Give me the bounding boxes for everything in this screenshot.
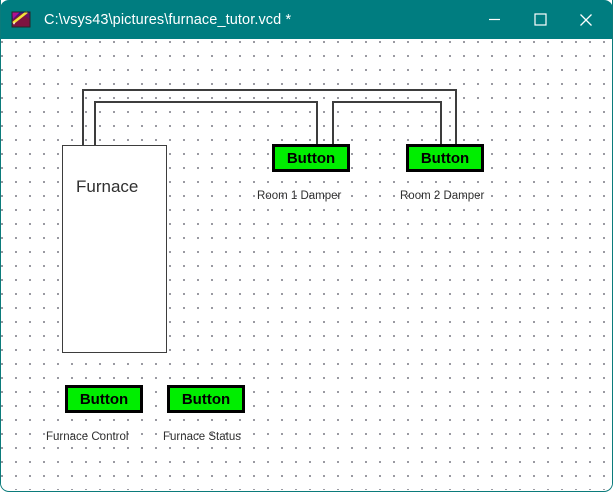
furnace-block[interactable] (62, 145, 167, 353)
app-icon-glyph (11, 10, 31, 27)
title-bar: C:\vsys43\pictures\furnace_tutor.vcd * (1, 0, 612, 39)
wire-inner-vertical-mid-a[interactable] (316, 101, 318, 146)
room-2-damper-button-face: Button (409, 147, 481, 169)
furnace-status-button[interactable]: Button (167, 385, 245, 413)
wire-outer-vertical-right[interactable] (455, 89, 457, 146)
furnace-control-button-face: Button (68, 388, 140, 410)
wire-inner-horizontal-a[interactable] (94, 101, 318, 103)
furnace-block-label: Furnace (76, 177, 139, 196)
room-1-damper-button[interactable]: Button (272, 144, 350, 172)
window-title: C:\vsys43\pictures\furnace_tutor.vcd * (44, 11, 292, 28)
room-1-damper-button-caption: Room 1 Damper (257, 190, 342, 202)
furnace-control-button-caption: Furnace Control (46, 431, 129, 443)
maximize-icon (533, 13, 547, 26)
room-1-damper-button-face: Button (275, 147, 347, 169)
room-2-damper-button[interactable]: Button (406, 144, 484, 172)
close-button[interactable] (563, 0, 609, 39)
wire-inner-vertical-mid-b[interactable] (332, 101, 334, 146)
furnace-status-button-caption: Furnace Status (163, 431, 241, 443)
wire-outer-horizontal-top[interactable] (82, 89, 457, 91)
app-icon (10, 9, 32, 31)
room-2-damper-button-caption: Room 2 Damper (400, 190, 485, 202)
furnace-control-button[interactable]: Button (65, 385, 143, 413)
minimize-icon (488, 18, 500, 21)
maximize-button[interactable] (517, 0, 563, 39)
close-icon (580, 13, 592, 26)
wire-inner-horizontal-b[interactable] (332, 101, 442, 103)
wire-outer-vertical-left[interactable] (82, 89, 84, 147)
furnace-status-button-face: Button (170, 388, 242, 410)
wire-inner-vertical-left[interactable] (94, 101, 96, 147)
wire-inner-vertical-right[interactable] (440, 101, 442, 146)
minimize-button[interactable] (471, 0, 517, 39)
